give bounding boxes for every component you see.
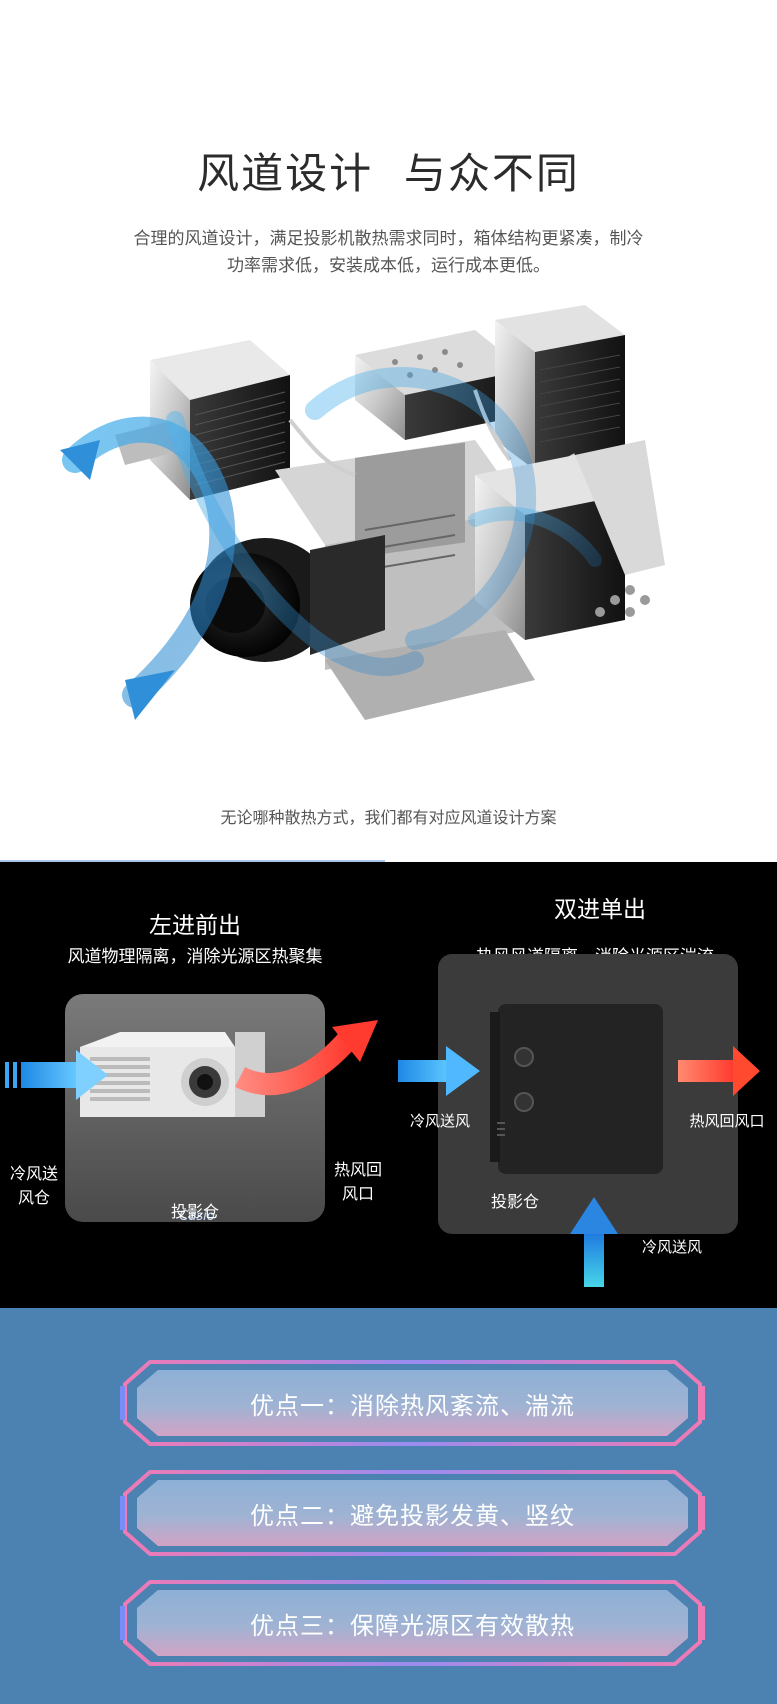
cold-chamber-label-line2: 风仓 xyxy=(17,1188,50,1207)
hot-return-label-line1: 热风回 xyxy=(333,1160,382,1179)
page-title: 风道设计 与众不同 xyxy=(197,149,580,198)
subtitle-line-1: 合理的风道设计，满足投影机散热需求同时，箱体结构更紧凑，制冷 xyxy=(133,229,644,249)
right-scheme-diagram xyxy=(398,954,760,1287)
intro-section: 风道设计 与众不同 合理的风道设计，满足投影机散热需求同时，箱体结构更紧凑，制冷… xyxy=(60,149,687,827)
airflow-arrowhead-bottom xyxy=(125,670,175,720)
badge-frame xyxy=(120,1470,705,1556)
benefit-badge-1: 优点一：消除热风紊流、湍流 xyxy=(120,1356,705,1450)
badge-frame xyxy=(120,1360,705,1446)
benefits-section: 优点一：消除热风紊流、湍流 优点二：避免投影发黄、竖纹 优点三：保障光源区有效散… xyxy=(0,1308,777,1704)
cold-inlet-arrow xyxy=(5,1050,108,1100)
page-subtitle: 合理的风道设计，满足投影机散热需求同时，箱体结构更紧凑，制冷 功率需求低，安装成… xyxy=(90,226,687,280)
benefit-badge-3: 优点三：保障光源区有效散热 xyxy=(120,1576,705,1670)
hot-outlet-arrow xyxy=(235,1020,378,1096)
projector-icon xyxy=(80,1032,265,1117)
left-scheme-subtitle: 风道物理隔离，消除光源区热聚集 xyxy=(67,947,323,967)
left-chamber-label: 投影仓 xyxy=(170,1202,219,1221)
right-hot-outlet-label: 热风回风口 xyxy=(689,1112,765,1130)
right-bottom-cold-label: 冷风送风 xyxy=(641,1238,702,1256)
hot-outlet-arrow-right xyxy=(678,1046,760,1096)
brand-mark: Casio xyxy=(179,1209,215,1224)
left-scheme-title: 左进前出 xyxy=(149,913,241,939)
projector-device-icon xyxy=(490,1004,663,1174)
left-scheme-diagram xyxy=(5,994,378,1222)
subtitle-line-2: 功率需求低，安装成本低，运行成本更低。 xyxy=(227,256,550,276)
benefit-label-2: 优点二：避免投影发黄、竖纹 xyxy=(250,1501,575,1530)
hot-return-label: 热风回 风口 xyxy=(330,1158,386,1206)
right-chamber-label: 投影仓 xyxy=(490,1192,539,1211)
section-divider xyxy=(0,860,385,862)
airflow-schemes-section: 左进前出 风道物理隔离，消除光源区热聚集 xyxy=(0,862,777,1308)
airflow-swirl xyxy=(62,367,602,708)
base-bracket xyxy=(325,630,535,720)
airflow-arrowhead-left xyxy=(60,440,100,480)
cold-inlet-arrow-right xyxy=(398,1046,480,1096)
benefit-badge-2: 优点二：避免投影发黄、竖纹 xyxy=(120,1466,705,1560)
right-cold-inlet-label: 冷风送风 xyxy=(409,1112,470,1130)
airflow-cooling-unit-illustration xyxy=(60,305,665,720)
hero-caption: 无论哪种散热方式，我们都有对应风道设计方案 xyxy=(220,808,557,827)
cold-chamber-label-line1: 冷风送 xyxy=(9,1164,58,1183)
right-scheme-title: 双进单出 xyxy=(554,897,646,923)
benefit-label-3: 优点三：保障光源区有效散热 xyxy=(250,1611,575,1640)
hot-return-label-line2: 风口 xyxy=(341,1184,374,1203)
benefit-label-1: 优点一：消除热风紊流、湍流 xyxy=(250,1391,575,1420)
cold-inlet-arrow-bottom xyxy=(570,1197,618,1287)
badge-frame xyxy=(120,1580,705,1666)
top-right-heatsink xyxy=(495,305,625,470)
cold-chamber-label: 冷风送 风仓 xyxy=(6,1162,62,1210)
